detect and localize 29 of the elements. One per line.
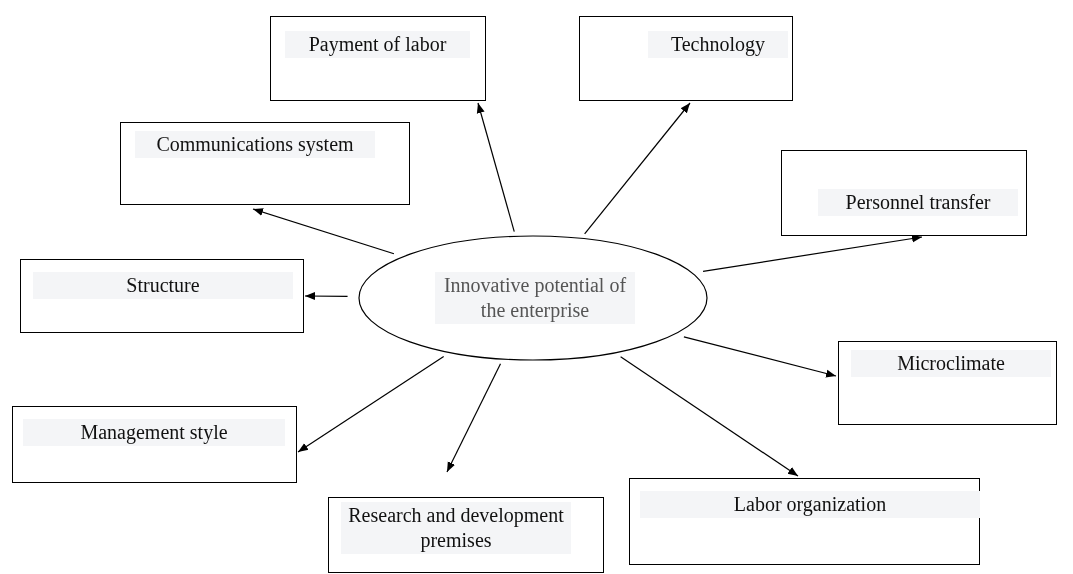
arrow bbox=[620, 356, 799, 477]
rectangle-box bbox=[781, 150, 1027, 236]
box-label: Labor organization bbox=[640, 491, 980, 518]
arrow bbox=[476, 102, 515, 233]
rectangle-box bbox=[20, 259, 304, 333]
ellipse-node bbox=[358, 235, 708, 361]
rectangle-box bbox=[579, 16, 793, 101]
box-label: Management style bbox=[23, 419, 285, 446]
box-label: Personnel transfer bbox=[818, 189, 1018, 216]
box-label: Innovative potential of the enterprise bbox=[435, 272, 635, 324]
arrow bbox=[702, 234, 923, 272]
box-label: Microclimate bbox=[851, 350, 1051, 377]
arrow bbox=[297, 355, 445, 453]
rectangle-box bbox=[120, 122, 410, 205]
rectangle-box bbox=[270, 16, 486, 101]
box-label: Structure bbox=[33, 272, 293, 299]
arrow bbox=[683, 336, 837, 378]
box-label: Payment of labor bbox=[285, 31, 470, 58]
box-label: Technology bbox=[648, 31, 788, 58]
box-label: Research and development premises bbox=[341, 502, 571, 554]
rectangle-box bbox=[328, 497, 604, 573]
rectangle-box bbox=[838, 341, 1057, 425]
rectangle-box bbox=[629, 478, 980, 565]
arrow bbox=[304, 292, 349, 301]
arrow bbox=[446, 363, 502, 473]
arrow bbox=[252, 208, 395, 255]
arrow bbox=[584, 102, 691, 235]
rectangle-box bbox=[12, 406, 297, 483]
box-label: Communications system bbox=[135, 131, 375, 158]
